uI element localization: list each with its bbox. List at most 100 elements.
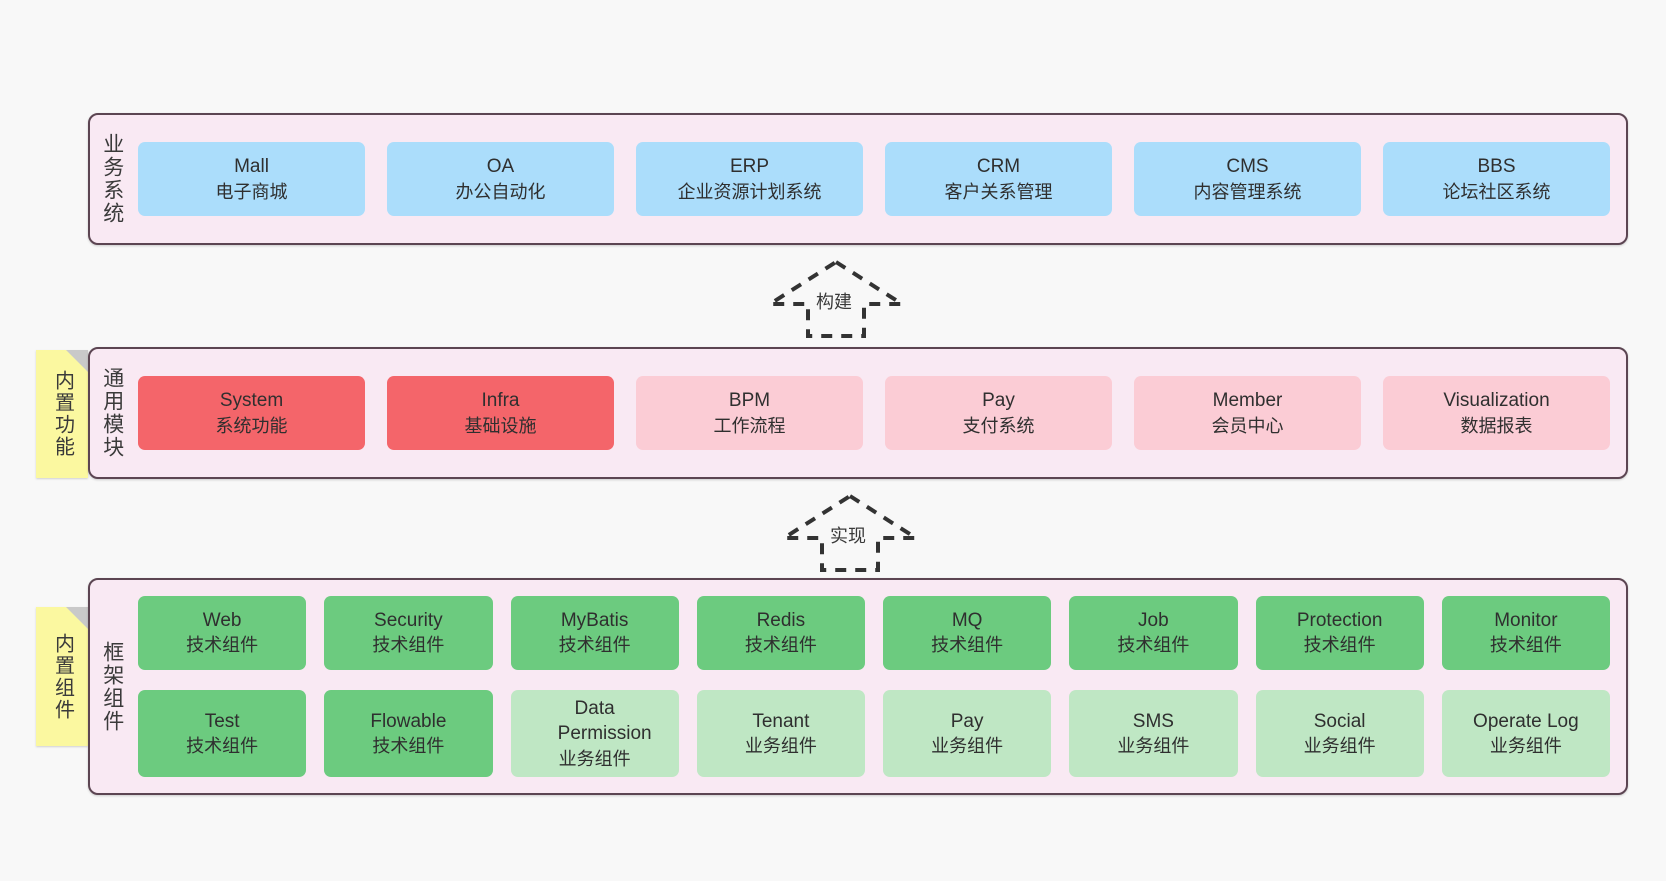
node-system-name: System [219, 390, 284, 412]
node-data-permission-sub: 业务组件 [558, 748, 631, 769]
node-crm[interactable]: CRM 客户关系管理 [885, 142, 1112, 216]
node-mq-sub: 技术组件 [931, 635, 1004, 656]
node-social-name: Social [1313, 710, 1366, 732]
node-social-sub: 业务组件 [1303, 736, 1376, 757]
node-system-sub: 系统功能 [215, 415, 288, 436]
node-mybatis-name: MyBatis [560, 609, 629, 631]
node-visualization[interactable]: Visualization 数据报表 [1383, 376, 1610, 450]
node-bbs[interactable]: BBS 论坛社区系统 [1383, 142, 1610, 216]
node-security[interactable]: Security 技术组件 [324, 595, 493, 670]
node-mybatis-sub: 技术组件 [558, 635, 631, 656]
layer-common-module-title: 通用模块 [100, 367, 124, 459]
node-pay-module-name: Pay [982, 390, 1015, 412]
node-oa[interactable]: OA 办公自动化 [387, 142, 614, 216]
layer-framework-component-body: Web 技术组件 Security 技术组件 MyBatis 技术组件 Redi… [134, 580, 1626, 793]
node-visualization-sub: 数据报表 [1460, 415, 1533, 436]
node-redis-name: Redis [756, 609, 806, 631]
node-member[interactable]: Member 会员中心 [1134, 376, 1361, 450]
layer-framework-component: 框架组件 Web 技术组件 Security 技术组件 MyBatis 技术组件… [88, 578, 1628, 795]
node-pay-module-sub: 支付系统 [962, 415, 1035, 436]
connector-build-label: 构建 [814, 288, 854, 314]
connector-build: 构建 [756, 258, 916, 340]
node-bpm-name: BPM [728, 390, 771, 412]
connector-implement-label: 实现 [828, 522, 868, 548]
node-web-sub: 技术组件 [186, 635, 259, 656]
node-cms[interactable]: CMS 内容管理系统 [1134, 142, 1361, 216]
node-sms-name: SMS [1132, 710, 1174, 732]
node-pay-module[interactable]: Pay 支付系统 [885, 376, 1112, 450]
layer-framework-component-row-tech: Web 技术组件 Security 技术组件 MyBatis 技术组件 Redi… [138, 595, 1610, 670]
layer-common-module: 通用模块 System 系统功能 Infra 基础设施 BPM 工作流程 Pay… [88, 347, 1628, 479]
node-mall-name: Mall [234, 156, 269, 178]
node-job[interactable]: Job 技术组件 [1069, 595, 1238, 670]
node-web-name: Web [202, 609, 242, 631]
node-security-name: Security [374, 609, 443, 631]
node-erp[interactable]: ERP 企业资源计划系统 [636, 142, 863, 216]
node-monitor-name: Monitor [1494, 609, 1558, 631]
node-erp-name: ERP [729, 156, 770, 178]
node-cms-name: CMS [1226, 156, 1269, 178]
node-protection-sub: 技术组件 [1303, 635, 1376, 656]
node-flowable[interactable]: Flowable 技术组件 [324, 689, 493, 778]
node-tenant-sub: 业务组件 [744, 736, 817, 757]
node-mall-sub: 电子商城 [215, 181, 288, 202]
node-security-sub: 技术组件 [372, 635, 445, 656]
connector-implement: 实现 [770, 492, 930, 574]
node-tenant[interactable]: Tenant 业务组件 [696, 689, 865, 778]
node-operate-log[interactable]: Operate Log 业务组件 [1441, 689, 1610, 778]
node-pay-component[interactable]: Pay 业务组件 [883, 689, 1052, 778]
node-system[interactable]: System 系统功能 [138, 376, 365, 450]
node-bpm[interactable]: BPM 工作流程 [636, 376, 863, 450]
node-data-permission[interactable]: Data Permission 业务组件 [510, 689, 679, 778]
node-protection[interactable]: Protection 技术组件 [1255, 595, 1424, 670]
node-infra-sub: 基础设施 [464, 415, 537, 436]
node-sms-sub: 业务组件 [1117, 736, 1190, 757]
node-test-sub: 技术组件 [186, 736, 259, 757]
sticky-note-builtin-function-label: 内置功能 [51, 370, 74, 458]
node-bbs-sub: 论坛社区系统 [1442, 181, 1551, 202]
node-crm-name: CRM [976, 156, 1021, 178]
node-bbs-name: BBS [1477, 156, 1516, 178]
node-test[interactable]: Test 技术组件 [138, 689, 307, 778]
sticky-note-builtin-component: 内置组件 [36, 607, 88, 746]
node-web[interactable]: Web 技术组件 [138, 595, 307, 670]
node-member-sub: 会员中心 [1211, 415, 1284, 436]
layer-common-module-row: System 系统功能 Infra 基础设施 BPM 工作流程 Pay 支付系统… [138, 376, 1610, 450]
layer-business-system-body: Mall 电子商城 OA 办公自动化 ERP 企业资源计划系统 CRM 客户关系… [134, 115, 1626, 243]
node-mybatis[interactable]: MyBatis 技术组件 [510, 595, 679, 670]
node-oa-sub: 办公自动化 [455, 181, 546, 202]
node-flowable-name: Flowable [370, 710, 447, 732]
node-bpm-sub: 工作流程 [713, 415, 786, 436]
node-operate-log-name: Operate Log [1473, 710, 1579, 732]
node-tenant-name: Tenant [752, 710, 810, 732]
node-social[interactable]: Social 业务组件 [1255, 689, 1424, 778]
node-monitor[interactable]: Monitor 技术组件 [1441, 595, 1610, 670]
layer-framework-component-title: 框架组件 [100, 640, 124, 733]
node-pay-component-sub: 业务组件 [931, 736, 1004, 757]
node-erp-sub: 企业资源计划系统 [677, 181, 822, 202]
node-job-name: Job [1138, 609, 1169, 631]
layer-business-system-title: 业务系统 [100, 133, 124, 225]
node-redis[interactable]: Redis 技术组件 [696, 595, 865, 670]
layer-business-system: 业务系统 Mall 电子商城 OA 办公自动化 ERP 企业资源计划系统 CRM… [88, 113, 1628, 245]
node-test-name: Test [204, 710, 240, 732]
layer-framework-component-row-biz: Test 技术组件 Flowable 技术组件 Data Permission … [138, 689, 1610, 778]
node-infra[interactable]: Infra 基础设施 [387, 376, 614, 450]
node-oa-name: OA [486, 156, 515, 178]
node-flowable-sub: 技术组件 [372, 736, 445, 757]
node-visualization-name: Visualization [1443, 390, 1550, 412]
node-mq-name: MQ [951, 609, 983, 631]
node-pay-component-name: Pay [950, 710, 984, 732]
node-redis-sub: 技术组件 [744, 635, 817, 656]
node-mq[interactable]: MQ 技术组件 [883, 595, 1052, 670]
node-operate-log-sub: 业务组件 [1489, 736, 1562, 757]
node-protection-name: Protection [1296, 609, 1383, 631]
node-mall[interactable]: Mall 电子商城 [138, 142, 365, 216]
node-job-sub: 技术组件 [1117, 635, 1190, 656]
node-data-permission-name: Data Permission [557, 697, 652, 745]
sticky-note-builtin-component-label: 内置组件 [51, 632, 74, 721]
sticky-note-builtin-function: 内置功能 [36, 350, 88, 478]
node-monitor-sub: 技术组件 [1489, 635, 1562, 656]
node-sms[interactable]: SMS 业务组件 [1069, 689, 1238, 778]
